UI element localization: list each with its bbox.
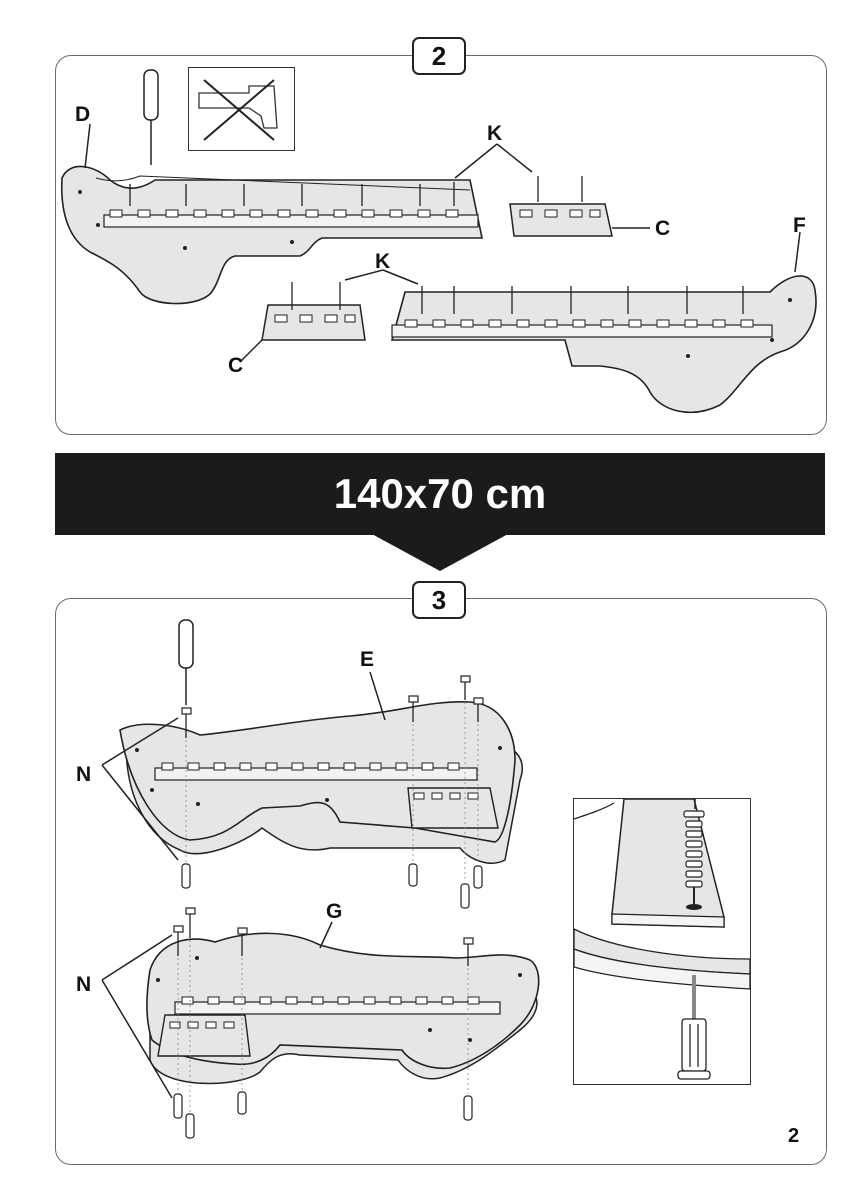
label-n-upper: N (76, 763, 92, 786)
screws-d (129, 182, 455, 206)
step-2-badge: 2 (412, 37, 466, 75)
connector-c-right (509, 203, 613, 237)
rail-d (103, 214, 479, 228)
board-d (60, 165, 483, 305)
banner-arrow (370, 533, 510, 571)
label-k-top: K (487, 122, 503, 145)
detail-inset (573, 798, 751, 1085)
label-c-left: C (228, 354, 244, 377)
screws-e (185, 680, 479, 738)
label-g: G (326, 900, 343, 923)
dowels-g (173, 1091, 473, 1139)
step-3-badge: 3 (412, 581, 466, 619)
size-banner: 140x70 cm (55, 453, 825, 535)
size-banner-text: 140x70 cm (333, 470, 547, 517)
label-n-lower: N (76, 973, 92, 996)
page-number: 2 (788, 1125, 800, 1147)
screws-g (177, 912, 469, 966)
rail-e (154, 767, 478, 781)
dowel-pin-icon (677, 1018, 711, 1080)
board-f (390, 275, 817, 414)
dowels-e (181, 863, 483, 909)
screwdriver-icon-step3 (178, 619, 194, 705)
label-d: D (75, 103, 91, 126)
label-c-right: C (655, 217, 671, 240)
label-f: F (793, 214, 806, 237)
connector-c-left (261, 304, 366, 341)
connector-g (157, 1014, 251, 1057)
screwdriver-icon (143, 69, 159, 165)
rail-d-slots (109, 209, 459, 218)
no-drill-icon (188, 67, 295, 151)
label-e: E (360, 648, 375, 671)
label-k-mid: K (375, 250, 391, 273)
screw-icon (683, 810, 705, 888)
